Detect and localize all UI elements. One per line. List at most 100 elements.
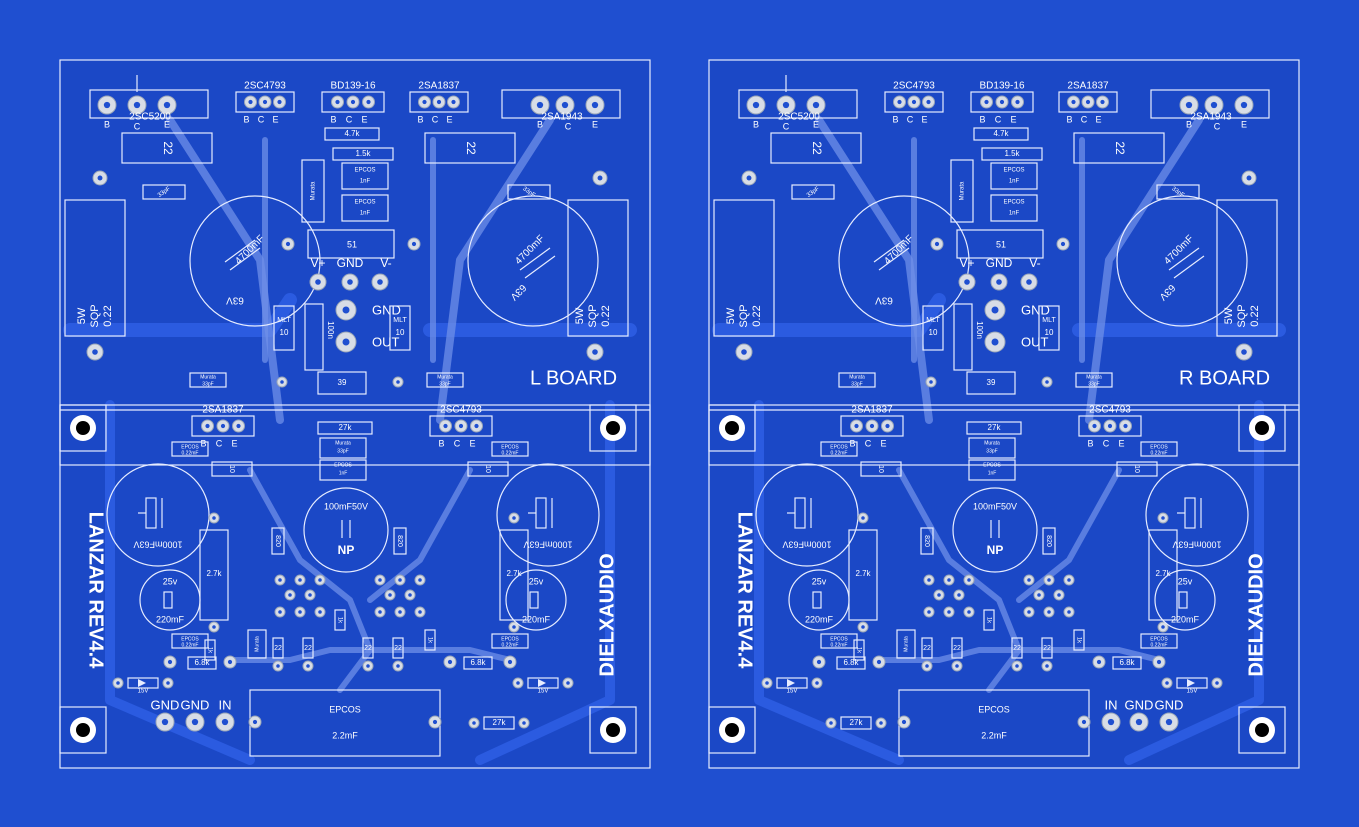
epcos-022-label: EPCOS	[1150, 636, 1168, 642]
res-4k7	[324, 127, 380, 141]
zener-left-symbol	[138, 679, 146, 687]
driver-top-right-body	[1058, 91, 1118, 113]
output-pad-hole	[163, 101, 171, 109]
power-resistor-pad-hole	[92, 349, 98, 355]
zener-right-label: 15V	[1187, 689, 1198, 695]
emitter-resistor-right-label: 22	[464, 141, 478, 155]
murata-cap-right	[507, 184, 551, 200]
epcos-022-label: EPCOS	[501, 636, 519, 642]
res-pad-hole	[212, 516, 216, 520]
res-27k-top	[966, 421, 1022, 435]
cap-220-left	[788, 569, 850, 631]
driver-top-right-label: 2SA1837	[418, 81, 460, 92]
small-signal-pad-hole	[957, 593, 961, 597]
cap-220-left-val: 220mF	[805, 614, 834, 624]
emitter-resistor-left-label: 22	[161, 141, 175, 155]
small-signal-pad-hole	[947, 610, 951, 614]
driver-bottom-left-label: 2SA1837	[851, 405, 893, 416]
driver-top-left-label: 2SC4793	[893, 81, 935, 92]
res-1k5	[332, 147, 394, 161]
murata-mid-right	[426, 372, 464, 388]
res-1k-0	[334, 609, 346, 631]
res-pad-hole	[861, 625, 865, 629]
input-cap-val: 2.2mF	[981, 730, 1007, 740]
output-transistor-left-label: 2SC5200	[778, 112, 820, 123]
np-cap-np: NP	[338, 543, 355, 557]
epcos-022-val: 0.22mF	[1151, 450, 1168, 456]
power-resistor-pad-hole	[592, 349, 598, 355]
murata-lower-label: Murata	[335, 440, 351, 446]
signal-trace	[896, 467, 1022, 693]
rail-pad-hole	[347, 279, 353, 285]
murata-mid-left-label: Murata	[200, 374, 216, 380]
res-4k7	[973, 127, 1029, 141]
zener-pad-hole	[166, 681, 170, 685]
driver-top-right-pin-letter: E	[446, 114, 452, 124]
res-820-left	[271, 527, 285, 555]
signal-trace	[1085, 116, 1203, 424]
res-51-pad-hole	[411, 241, 417, 247]
driver-bottom-right-pin-letter: E	[469, 438, 475, 448]
res-10-right	[1116, 461, 1158, 477]
mlt-left-val: 10	[280, 328, 289, 337]
res-6k8-left-label: 6.8k	[843, 658, 859, 667]
speaker-gnd-label: GND	[1021, 302, 1050, 317]
res-2k7-left-label: 2.7k	[855, 569, 871, 578]
res-1k-0	[983, 609, 995, 631]
bias-transistor-label: BD139-16	[979, 81, 1024, 92]
res-pad-hole	[227, 659, 233, 665]
res-1k-2	[853, 639, 865, 661]
speaker-out-label: OUT	[1021, 334, 1049, 349]
small-signal-pad-hole	[1067, 578, 1071, 582]
output-pad-hole	[752, 101, 760, 109]
res-1k5	[981, 147, 1043, 161]
driver-bottom-left-pin-letter: C	[216, 438, 223, 448]
res-820-right	[1042, 527, 1056, 555]
driver-top-left-pin-letter: E	[272, 114, 278, 124]
mlt-right-val: 10	[1045, 328, 1054, 337]
epcos-cap-1	[341, 162, 389, 190]
driver-top-left-pin-letter: B	[243, 114, 249, 124]
res-pad-hole	[212, 625, 216, 629]
res-pad-hole	[1156, 659, 1162, 665]
big-cap-right	[467, 195, 599, 327]
copper-pour	[60, 60, 650, 768]
res-22-2	[1011, 637, 1023, 659]
small-signal-pad-hole	[378, 610, 382, 614]
res-22-pad-hole	[1015, 664, 1019, 668]
output-transistor-right-body	[501, 89, 621, 119]
rail-gnd: GND	[986, 256, 1013, 270]
res-820-right-label: 820	[396, 535, 403, 547]
small-signal-pad-hole	[378, 578, 382, 582]
murata-small-label: Murata	[254, 636, 260, 652]
np-cap	[303, 487, 389, 573]
driver-top-left-pin-letter: E	[921, 114, 927, 124]
driver-top-right-pad-hole	[1071, 99, 1076, 105]
epcos-lower-label: EPCOS	[983, 462, 1001, 468]
driver-bottom-left-body	[191, 415, 255, 437]
epcos-022-label: EPCOS	[830, 636, 848, 642]
res-1k-label: 1k	[1075, 637, 1081, 644]
power-resistor-right-sqp: SQP	[1236, 304, 1248, 327]
output-transistor-right-body	[1150, 89, 1270, 119]
emitter-resistor-left	[121, 132, 213, 164]
rail-trace	[105, 400, 255, 765]
big-cap-left	[189, 195, 321, 327]
zener-pad-hole	[1215, 681, 1219, 685]
res-1k-label: 1k	[855, 647, 861, 654]
driver-bottom-left-label: 2SA1837	[202, 405, 244, 416]
murata-trim	[950, 159, 974, 223]
small-pad-hole	[396, 380, 400, 384]
driver-bottom-left-pad-hole	[236, 423, 241, 429]
epcos-022-2	[820, 633, 858, 649]
small-signal-pad-hole	[947, 578, 951, 582]
cap-220-right-val: 220mF	[522, 614, 551, 624]
epcos-022-2	[171, 633, 209, 649]
driver-bottom-right-pad-hole	[474, 423, 479, 429]
driver-bottom-left-pin-letter: B	[200, 438, 206, 448]
rail-pad-hole	[377, 279, 383, 285]
driver-top-left-pad-hole	[277, 99, 282, 105]
cap-1000-left	[755, 463, 859, 567]
res-27k-bottom	[840, 716, 872, 730]
zener-left	[127, 677, 159, 689]
